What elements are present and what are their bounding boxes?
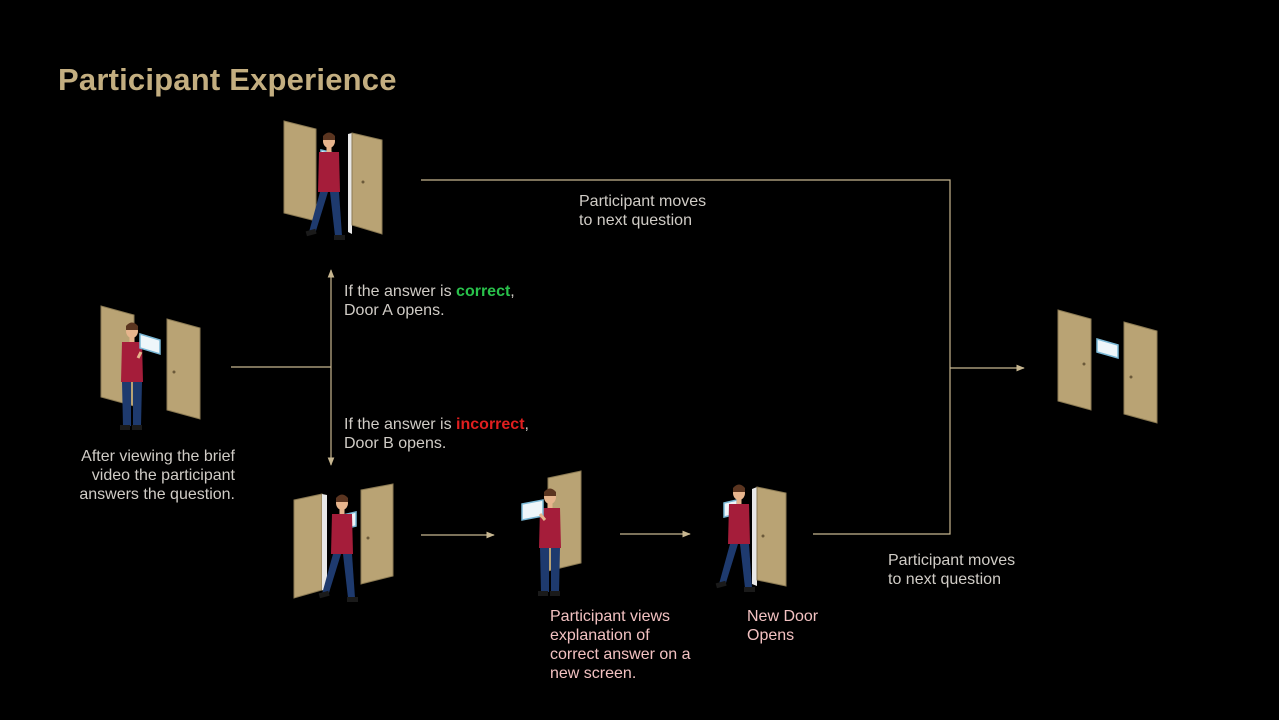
explanation-scene: [521, 470, 582, 596]
start-scene: [100, 305, 201, 430]
top-next-label: Participant moves to next question: [579, 193, 707, 229]
top-path: [421, 179, 951, 368]
door-icon: [1057, 309, 1092, 411]
door-icon: [283, 120, 317, 222]
door-a-scene: [283, 120, 383, 240]
door-icon: [293, 493, 323, 599]
door-icon: [360, 483, 394, 585]
incorrect-keyword: incorrect: [456, 416, 525, 433]
bottom-next-label: Participant moves to next question: [888, 552, 1016, 588]
new-door-scene: [715, 484, 787, 592]
tablet-icon: [139, 332, 161, 356]
final-scene: [1057, 309, 1158, 424]
door-icon: [166, 318, 201, 420]
door-icon: [756, 486, 787, 587]
incorrect-label: If the answer is incorrect, Door B opens…: [344, 416, 529, 452]
explanation-label: Participant views explanation of correct…: [550, 608, 691, 682]
connectors: [231, 179, 1025, 539]
tablet-icon: [521, 499, 544, 521]
page-title: Participant Experience: [58, 62, 397, 97]
new-door-label: New Door Opens: [747, 608, 819, 644]
door-icon: [1123, 321, 1158, 424]
start-label: After viewing the brief video the partic…: [79, 448, 235, 503]
bottom-path: [813, 368, 951, 535]
door-icon: [351, 132, 383, 235]
tablet-icon: [1096, 338, 1119, 359]
door-b-scene: [293, 483, 394, 602]
correct-keyword: correct: [456, 283, 511, 300]
correct-label: If the answer is correct, Door A opens.: [344, 283, 515, 319]
